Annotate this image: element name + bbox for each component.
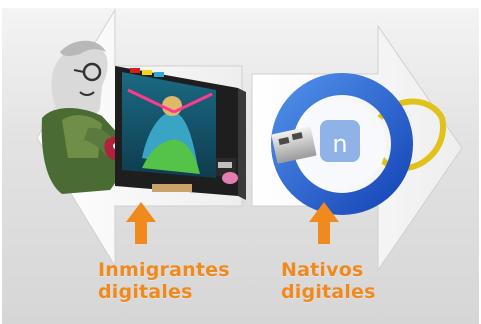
- usb-drive-illustration: n: [271, 73, 446, 215]
- tv-illustration: [115, 66, 246, 200]
- digital-immigrants-label: Inmigrantes digitales: [98, 259, 230, 303]
- up-arrow-icon-right: [309, 202, 339, 244]
- slide-artwork: n: [36, 8, 463, 272]
- slide: n Inmigrantes digitales Nativos digitale…: [2, 8, 479, 324]
- svg-text:n: n: [332, 130, 347, 158]
- digital-natives-label: Nativos digitales: [281, 259, 376, 303]
- up-arrow-icon-left: [126, 202, 156, 244]
